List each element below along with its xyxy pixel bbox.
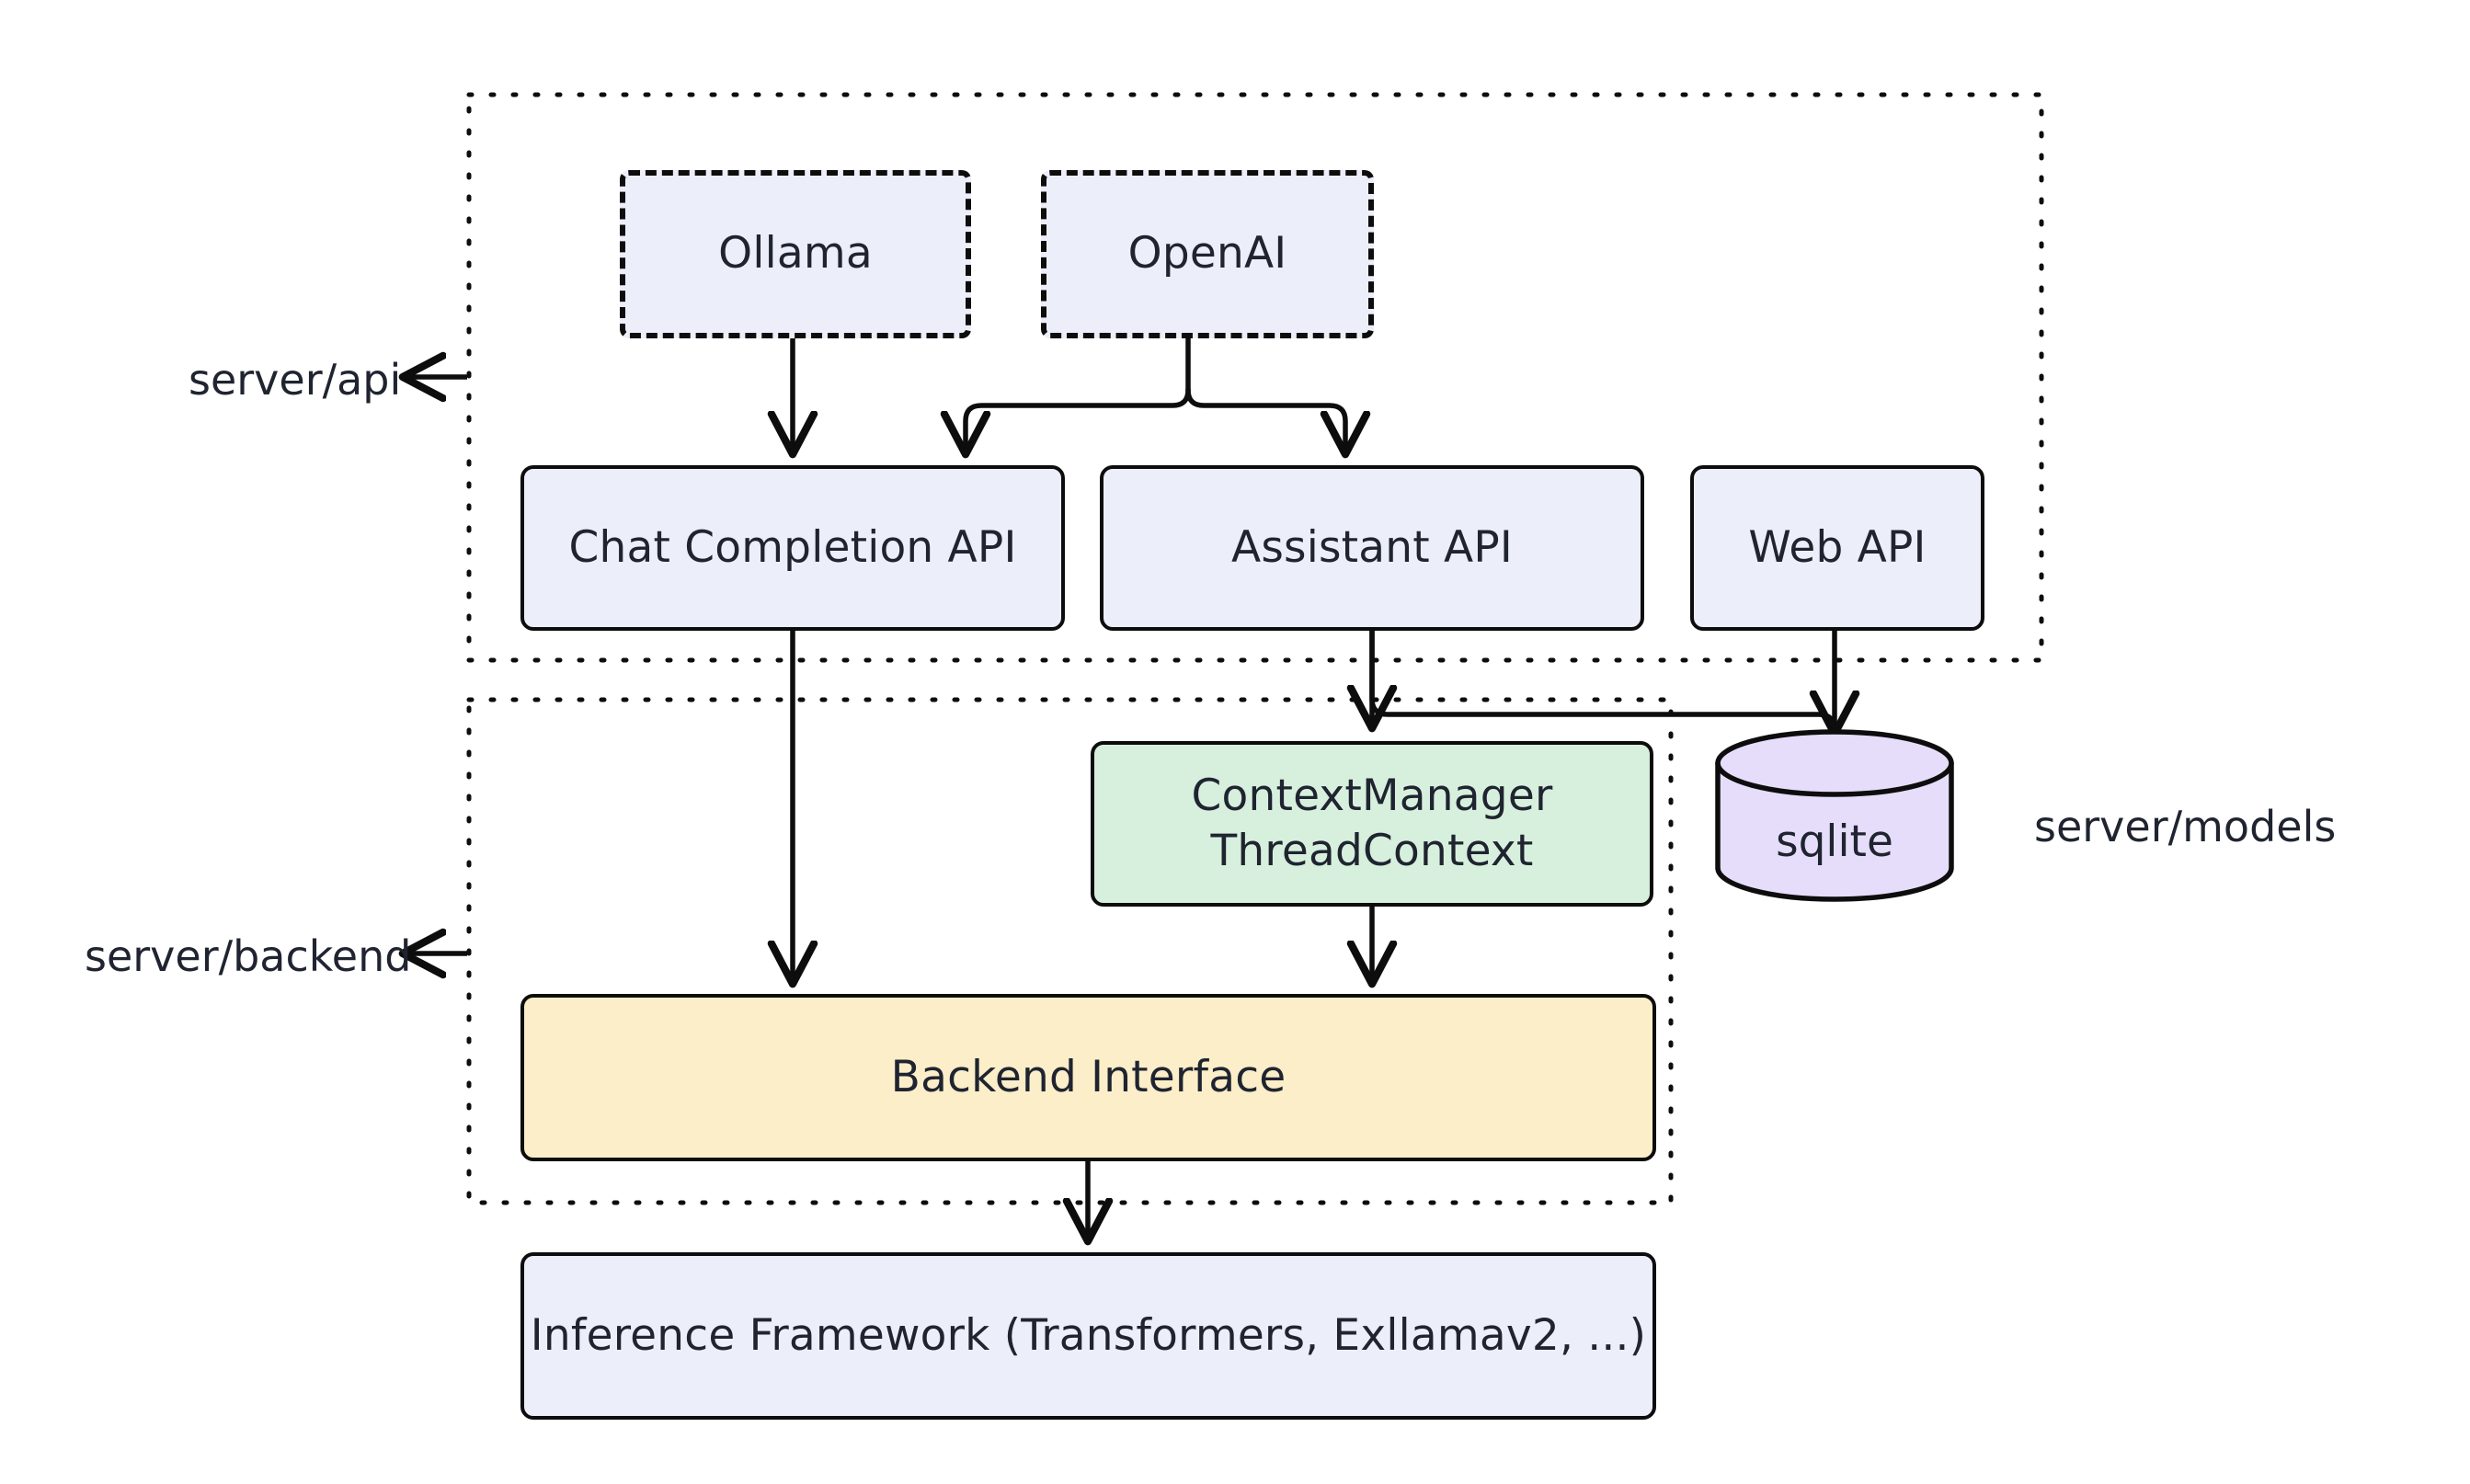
group-label-server-backend: server/backend xyxy=(85,931,412,981)
node-sqlite-label: sqlite xyxy=(1776,816,1893,867)
node-assistant-api[interactable]: Assistant API xyxy=(1100,465,1644,631)
node-web-api[interactable]: Web API xyxy=(1690,465,1984,631)
node-backend-interface-label: Backend Interface xyxy=(890,1051,1286,1102)
group-label-server-api: server/api xyxy=(189,355,402,405)
node-ollama-label: Ollama xyxy=(718,228,873,280)
node-openai[interactable]: OpenAI xyxy=(1041,170,1374,338)
node-inference-framework[interactable]: Inference Framework (Transformers, Exlla… xyxy=(520,1252,1656,1420)
group-label-server-models: server/models xyxy=(2034,802,2337,851)
node-web-api-label: Web API xyxy=(1748,521,1927,573)
node-context-manager[interactable]: ContextManager ThreadContext xyxy=(1091,741,1653,907)
node-assistant-api-label: Assistant API xyxy=(1230,521,1513,573)
node-backend-interface[interactable]: Backend Interface xyxy=(520,994,1656,1161)
sqlite-cylinder-shape xyxy=(1715,729,1954,902)
node-openai-label: OpenAI xyxy=(1127,228,1287,280)
node-chat-completion-api-label: Chat Completion API xyxy=(568,521,1017,573)
node-chat-completion-api[interactable]: Chat Completion API xyxy=(520,465,1065,631)
edge-openai-chat-api xyxy=(966,387,1191,452)
node-context-manager-label-line1: ContextManager xyxy=(1191,770,1553,821)
node-context-manager-label-line2: ThreadContext xyxy=(1210,826,1534,876)
node-ollama[interactable]: Ollama xyxy=(620,170,971,338)
edge-openai-assistant-api xyxy=(1185,387,1345,452)
edge-assistant-api-sqlite xyxy=(1369,628,1837,738)
node-inference-framework-label: Inference Framework (Transformers, Exlla… xyxy=(530,1309,1647,1361)
